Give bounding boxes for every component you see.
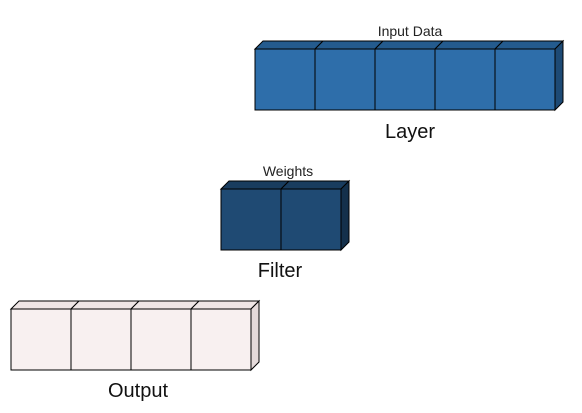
layer-cell-top [313, 40, 385, 50]
output-cell-front [70, 308, 132, 371]
output-cell [69, 300, 141, 371]
layer-side-face [554, 39, 564, 112]
layer-cell-top [253, 40, 325, 50]
filter-caption: Weights [263, 163, 313, 179]
layer-cell-front [434, 48, 496, 111]
filter-cell-front [220, 188, 282, 251]
layer-cell-top [373, 40, 445, 50]
layer-cell [493, 40, 565, 111]
filter-cell [279, 180, 351, 251]
layer-cell [373, 40, 445, 111]
layer-cell-top [493, 40, 565, 50]
filter-cells [219, 179, 351, 252]
filter-cell-top [279, 180, 351, 190]
output-cells [9, 299, 261, 372]
filter-side-face [340, 179, 350, 252]
filter-block: Weights Filter [219, 163, 351, 282]
layer-cell [253, 40, 325, 111]
layer-cell [433, 40, 505, 111]
layer-caption: Input Data [378, 23, 443, 39]
layer-cell-top [433, 40, 505, 50]
layer-cell-front [374, 48, 436, 111]
layer-cells [253, 39, 565, 112]
output-side-face [250, 299, 260, 372]
layer-label: Layer [385, 121, 435, 143]
filter-cell-top [219, 180, 291, 190]
output-label: Output [108, 380, 168, 402]
output-cell-top [129, 300, 201, 310]
output-cell-top [189, 300, 261, 310]
filter-cell-front [280, 188, 342, 251]
layer-cell-front [494, 48, 556, 111]
output-cell-top [69, 300, 141, 310]
output-cell [189, 300, 261, 371]
output-cell-front [10, 308, 72, 371]
output-cell-top [9, 300, 81, 310]
layer-cell [313, 40, 385, 111]
layer-cell-front [254, 48, 316, 111]
output-cell-front [190, 308, 252, 371]
filter-cell [219, 180, 291, 251]
output-cell-front [130, 308, 192, 371]
output-block: Output [9, 299, 261, 402]
layer-block: Input Data Layer [253, 23, 565, 143]
filter-label: Filter [258, 260, 303, 282]
output-cell [9, 300, 81, 371]
layer-cell-front [314, 48, 376, 111]
output-cell [129, 300, 201, 371]
